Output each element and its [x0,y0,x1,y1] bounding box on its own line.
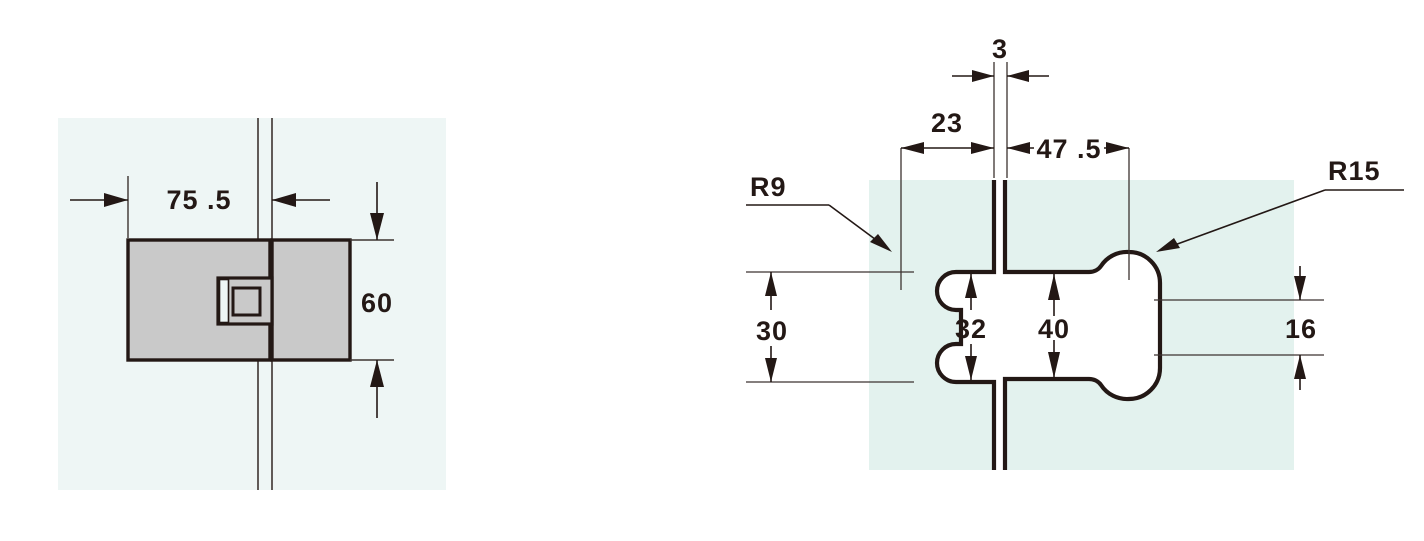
arrowhead-up-pointing [1048,274,1060,300]
arrowhead-down-pointing [965,356,977,380]
dimension-label-32: 32 [955,314,987,344]
hinge-side-view: 75 .5 60 [58,118,446,490]
arrowhead-up-pointing [1294,355,1306,379]
dimension-label-30: 30 [756,316,788,346]
dimension-label-16: 16 [1285,314,1317,344]
arrowhead-down-pointing [1294,276,1306,300]
arrowhead-leader-r15 [1156,238,1180,252]
dimension-23: 23 [901,108,994,154]
arrowhead-down-pointing [1048,352,1060,378]
hinge-gasket-pad [218,278,230,324]
glass-cutout-view: 3 23 47 .5 R9 R15 [736,34,1404,470]
dimension-60: 60 [350,182,394,418]
arrowhead-down-pointing [370,213,384,240]
dimension-label-40: 40 [1038,314,1070,344]
arrowhead-leader-r9 [870,234,892,252]
dimension-label-23: 23 [931,108,963,138]
radius-label-r9: R9 [750,172,787,202]
dimension-label-3: 3 [992,34,1008,64]
arrowhead-down-pointing [765,358,777,382]
arrowhead-right-pointing [104,193,128,207]
arrowhead-left-pointing [901,142,924,154]
hinge-body-right-block [270,238,352,362]
dimension-label-75-5: 75 .5 [166,185,231,215]
dimension-label-backdrop [1034,133,1104,163]
cutout-profile-left-leaf [934,180,997,470]
arrowhead-left-pointing [1007,70,1029,82]
dimension-3: 3 [952,34,1049,82]
radius-callout-r15: R15 [1156,156,1404,252]
leader-line-r15 [1160,189,1326,251]
dimension-40: 40 [1038,274,1070,378]
dimension-32: 32 [955,274,987,380]
arrowhead-up-pointing [765,272,777,296]
arrowhead-left-pointing [1007,142,1030,154]
arrowhead-up-pointing [370,360,384,387]
dimension-label-60: 60 [361,288,393,318]
radius-callout-r9: R9 [746,172,892,252]
dimension-30: 30 [736,271,914,383]
arrowhead-right-pointing [972,70,994,82]
dimension-75-5: 75 .5 [70,176,330,238]
arrowhead-right-pointing [971,142,994,154]
radius-label-r15: R15 [1328,156,1381,186]
dimension-47-5: 47 .5 [1007,133,1129,164]
arrowhead-right-pointing [1106,142,1129,154]
dimension-label-47-5: 47 .5 [1036,134,1101,164]
dimension-16: 16 [1154,266,1324,390]
cutout-profile-right-leaf [1002,180,1163,470]
dimension-label-backdrop [736,310,808,346]
hinge-pin-square [231,286,262,317]
arrowhead-left-pointing [272,193,296,207]
arrowhead-up-pointing [965,274,977,298]
